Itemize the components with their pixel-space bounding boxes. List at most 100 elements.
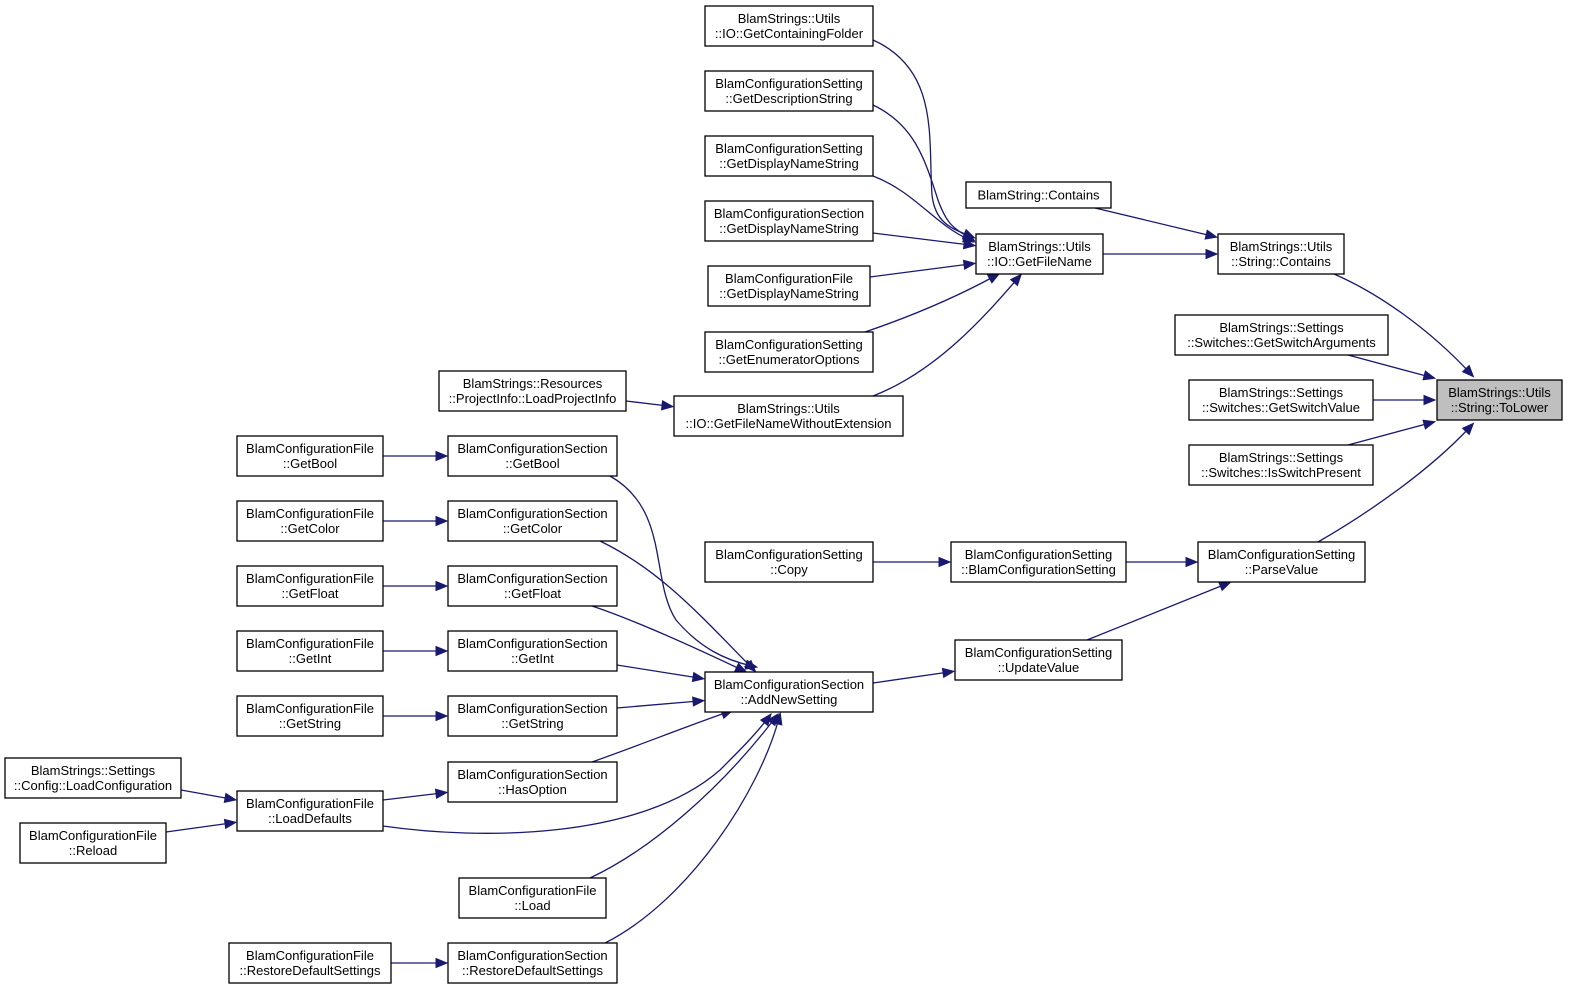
node-section-getbool[interactable]: BlamConfigurationSection::GetBool bbox=[447, 435, 618, 477]
node-file-loaddefaults[interactable]: BlamConfigurationFile::LoadDefaults bbox=[236, 790, 384, 832]
node-box[interactable] bbox=[447, 500, 618, 542]
node-setting-getdisplaynamestring[interactable]: BlamConfigurationSetting::GetDisplayName… bbox=[704, 135, 874, 177]
node-box[interactable] bbox=[228, 942, 392, 984]
node-label-line: BlamConfigurationSection bbox=[714, 677, 864, 692]
node-file-getint[interactable]: BlamConfigurationFile::GetInt bbox=[236, 630, 384, 672]
node-box[interactable] bbox=[236, 500, 384, 542]
node-file-getfloat[interactable]: BlamConfigurationFile::GetFloat bbox=[236, 565, 384, 607]
node-section-getdisplaynamestring[interactable]: BlamConfigurationSection::GetDisplayName… bbox=[704, 200, 874, 242]
node-file-getstring[interactable]: BlamConfigurationFile::GetString bbox=[236, 695, 384, 737]
node-label-line: ::GetFloat bbox=[281, 586, 338, 601]
node-setting-getenumeratoroptions[interactable]: BlamConfigurationSetting::GetEnumeratorO… bbox=[704, 331, 874, 373]
node-box[interactable] bbox=[704, 200, 874, 242]
edge-arrowhead bbox=[1422, 419, 1437, 430]
edge-updatevalue-to-parsevalue bbox=[1086, 581, 1232, 641]
node-label-line: ::Reload bbox=[69, 843, 117, 858]
edge-line bbox=[1347, 354, 1431, 378]
node-label-line: ::GetDisplayNameString bbox=[719, 156, 858, 171]
node-box[interactable] bbox=[19, 822, 167, 864]
node-getswitcharguments[interactable]: BlamStrings::Settings::Switches::GetSwit… bbox=[1174, 314, 1389, 356]
node-box[interactable] bbox=[236, 790, 384, 832]
node-box[interactable] bbox=[4, 757, 182, 799]
edge-section-getint-to-addnewsetting bbox=[616, 664, 706, 683]
node-box[interactable] bbox=[704, 671, 874, 713]
node-section-getint[interactable]: BlamConfigurationSection::GetInt bbox=[447, 630, 618, 672]
node-section-getfloat[interactable]: BlamConfigurationSection::GetFloat bbox=[447, 565, 618, 607]
node-section-getcolor[interactable]: BlamConfigurationSection::GetColor bbox=[447, 500, 618, 542]
node-label-line: BlamConfigurationFile bbox=[29, 828, 157, 843]
node-getswitchvalue[interactable]: BlamStrings::Settings::Switches::GetSwit… bbox=[1188, 379, 1374, 421]
node-parsevalue[interactable]: BlamConfigurationSetting::ParseValue bbox=[1197, 541, 1366, 583]
node-setting-getdescriptionstring[interactable]: BlamConfigurationSetting::GetDescription… bbox=[704, 70, 874, 112]
node-box[interactable] bbox=[704, 70, 874, 112]
node-getcontainingfolder[interactable]: BlamStrings::Utils::IO::GetContainingFol… bbox=[704, 5, 874, 47]
node-label-line: BlamString::Contains bbox=[977, 188, 1100, 203]
node-section-getstring[interactable]: BlamConfigurationSection::GetString bbox=[447, 695, 618, 737]
edge-arrowhead bbox=[435, 645, 449, 657]
node-setting-copy[interactable]: BlamConfigurationSetting::Copy bbox=[704, 541, 874, 583]
node-label-line: BlamStrings::Settings bbox=[1219, 450, 1344, 465]
node-box[interactable] bbox=[954, 639, 1123, 681]
node-box[interactable] bbox=[704, 541, 874, 583]
node-box[interactable] bbox=[1217, 233, 1345, 275]
node-box[interactable] bbox=[704, 135, 874, 177]
node-box[interactable] bbox=[965, 181, 1112, 209]
edge-line bbox=[872, 232, 971, 246]
edge-file-getcolor-to-section-getcolor bbox=[383, 515, 449, 527]
node-setting-ctor[interactable]: BlamConfigurationSetting::BlamConfigurat… bbox=[950, 541, 1127, 583]
node-addnewsetting[interactable]: BlamConfigurationSection::AddNewSetting bbox=[704, 671, 874, 713]
node-blamstring-contains[interactable]: BlamString::Contains bbox=[965, 181, 1112, 209]
node-box[interactable] bbox=[447, 761, 618, 803]
edge-getswitcharguments-to-tolower bbox=[1347, 354, 1437, 381]
node-section-restoredefaults[interactable]: BlamConfigurationSection::RestoreDefault… bbox=[447, 942, 618, 984]
node-box[interactable] bbox=[447, 942, 618, 984]
node-str-contains[interactable]: BlamStrings::Utils::String::Contains bbox=[1217, 233, 1345, 275]
node-isswitchpresent[interactable]: BlamStrings::Settings::Switches::IsSwitc… bbox=[1188, 444, 1374, 486]
node-updatevalue[interactable]: BlamConfigurationSetting::UpdateValue bbox=[954, 639, 1123, 681]
node-loadprojectinfo[interactable]: BlamStrings::Resources::ProjectInfo::Loa… bbox=[438, 370, 627, 412]
node-box[interactable] bbox=[236, 630, 384, 672]
node-file-getdisplaynamestring[interactable]: BlamConfigurationFile::GetDisplayNameStr… bbox=[707, 265, 871, 307]
node-box[interactable] bbox=[1188, 444, 1374, 486]
edge-arrowhead bbox=[1423, 394, 1437, 406]
node-section-hasoption[interactable]: BlamConfigurationSection::HasOption bbox=[447, 761, 618, 803]
edge-line bbox=[872, 671, 950, 684]
node-getfilename[interactable]: BlamStrings::Utils::IO::GetFileName bbox=[975, 233, 1104, 275]
node-box[interactable] bbox=[1188, 379, 1374, 421]
node-label-line: BlamConfigurationSetting bbox=[1208, 547, 1355, 562]
node-box[interactable] bbox=[236, 435, 384, 477]
node-label-line: BlamConfigurationSetting bbox=[965, 547, 1112, 562]
node-box[interactable] bbox=[438, 370, 627, 412]
node-file-getcolor[interactable]: BlamConfigurationFile::GetColor bbox=[236, 500, 384, 542]
edge-arrowhead bbox=[435, 580, 449, 592]
node-label-line: BlamConfigurationFile bbox=[246, 636, 374, 651]
node-box[interactable] bbox=[236, 565, 384, 607]
node-box[interactable] bbox=[707, 265, 871, 307]
node-box[interactable] bbox=[673, 395, 904, 437]
node-box[interactable] bbox=[236, 695, 384, 737]
edge-arrowhead bbox=[692, 696, 706, 707]
node-box[interactable] bbox=[447, 435, 618, 477]
node-getfilenamewithoutext[interactable]: BlamStrings::Utils::IO::GetFileNameWitho… bbox=[673, 395, 904, 437]
node-file-load[interactable]: BlamConfigurationFile::Load bbox=[458, 877, 607, 919]
edge-arrowhead bbox=[1204, 229, 1219, 240]
nodes-layer: BlamStrings::Utils::String::ToLowerBlamS… bbox=[4, 5, 1563, 984]
node-box[interactable] bbox=[704, 5, 874, 47]
node-box[interactable] bbox=[458, 877, 607, 919]
node-box[interactable] bbox=[704, 331, 874, 373]
node-box[interactable] bbox=[975, 233, 1104, 275]
edge-section-getdisplaynamestring-to-getfilename bbox=[872, 232, 977, 250]
node-box bbox=[1436, 379, 1563, 421]
node-box[interactable] bbox=[447, 695, 618, 737]
node-file-restoredefaults[interactable]: BlamConfigurationFile::RestoreDefaultSet… bbox=[228, 942, 392, 984]
node-label-line: BlamConfigurationSection bbox=[457, 571, 607, 586]
node-file-reload[interactable]: BlamConfigurationFile::Reload bbox=[19, 822, 167, 864]
node-box[interactable] bbox=[447, 565, 618, 607]
node-label-line: ::AddNewSetting bbox=[741, 692, 838, 707]
node-box[interactable] bbox=[950, 541, 1127, 583]
node-box[interactable] bbox=[447, 630, 618, 672]
node-box[interactable] bbox=[1174, 314, 1389, 356]
node-box[interactable] bbox=[1197, 541, 1366, 583]
node-loadconfiguration[interactable]: BlamStrings::Settings::Config::LoadConfi… bbox=[4, 757, 182, 799]
node-file-getbool[interactable]: BlamConfigurationFile::GetBool bbox=[236, 435, 384, 477]
